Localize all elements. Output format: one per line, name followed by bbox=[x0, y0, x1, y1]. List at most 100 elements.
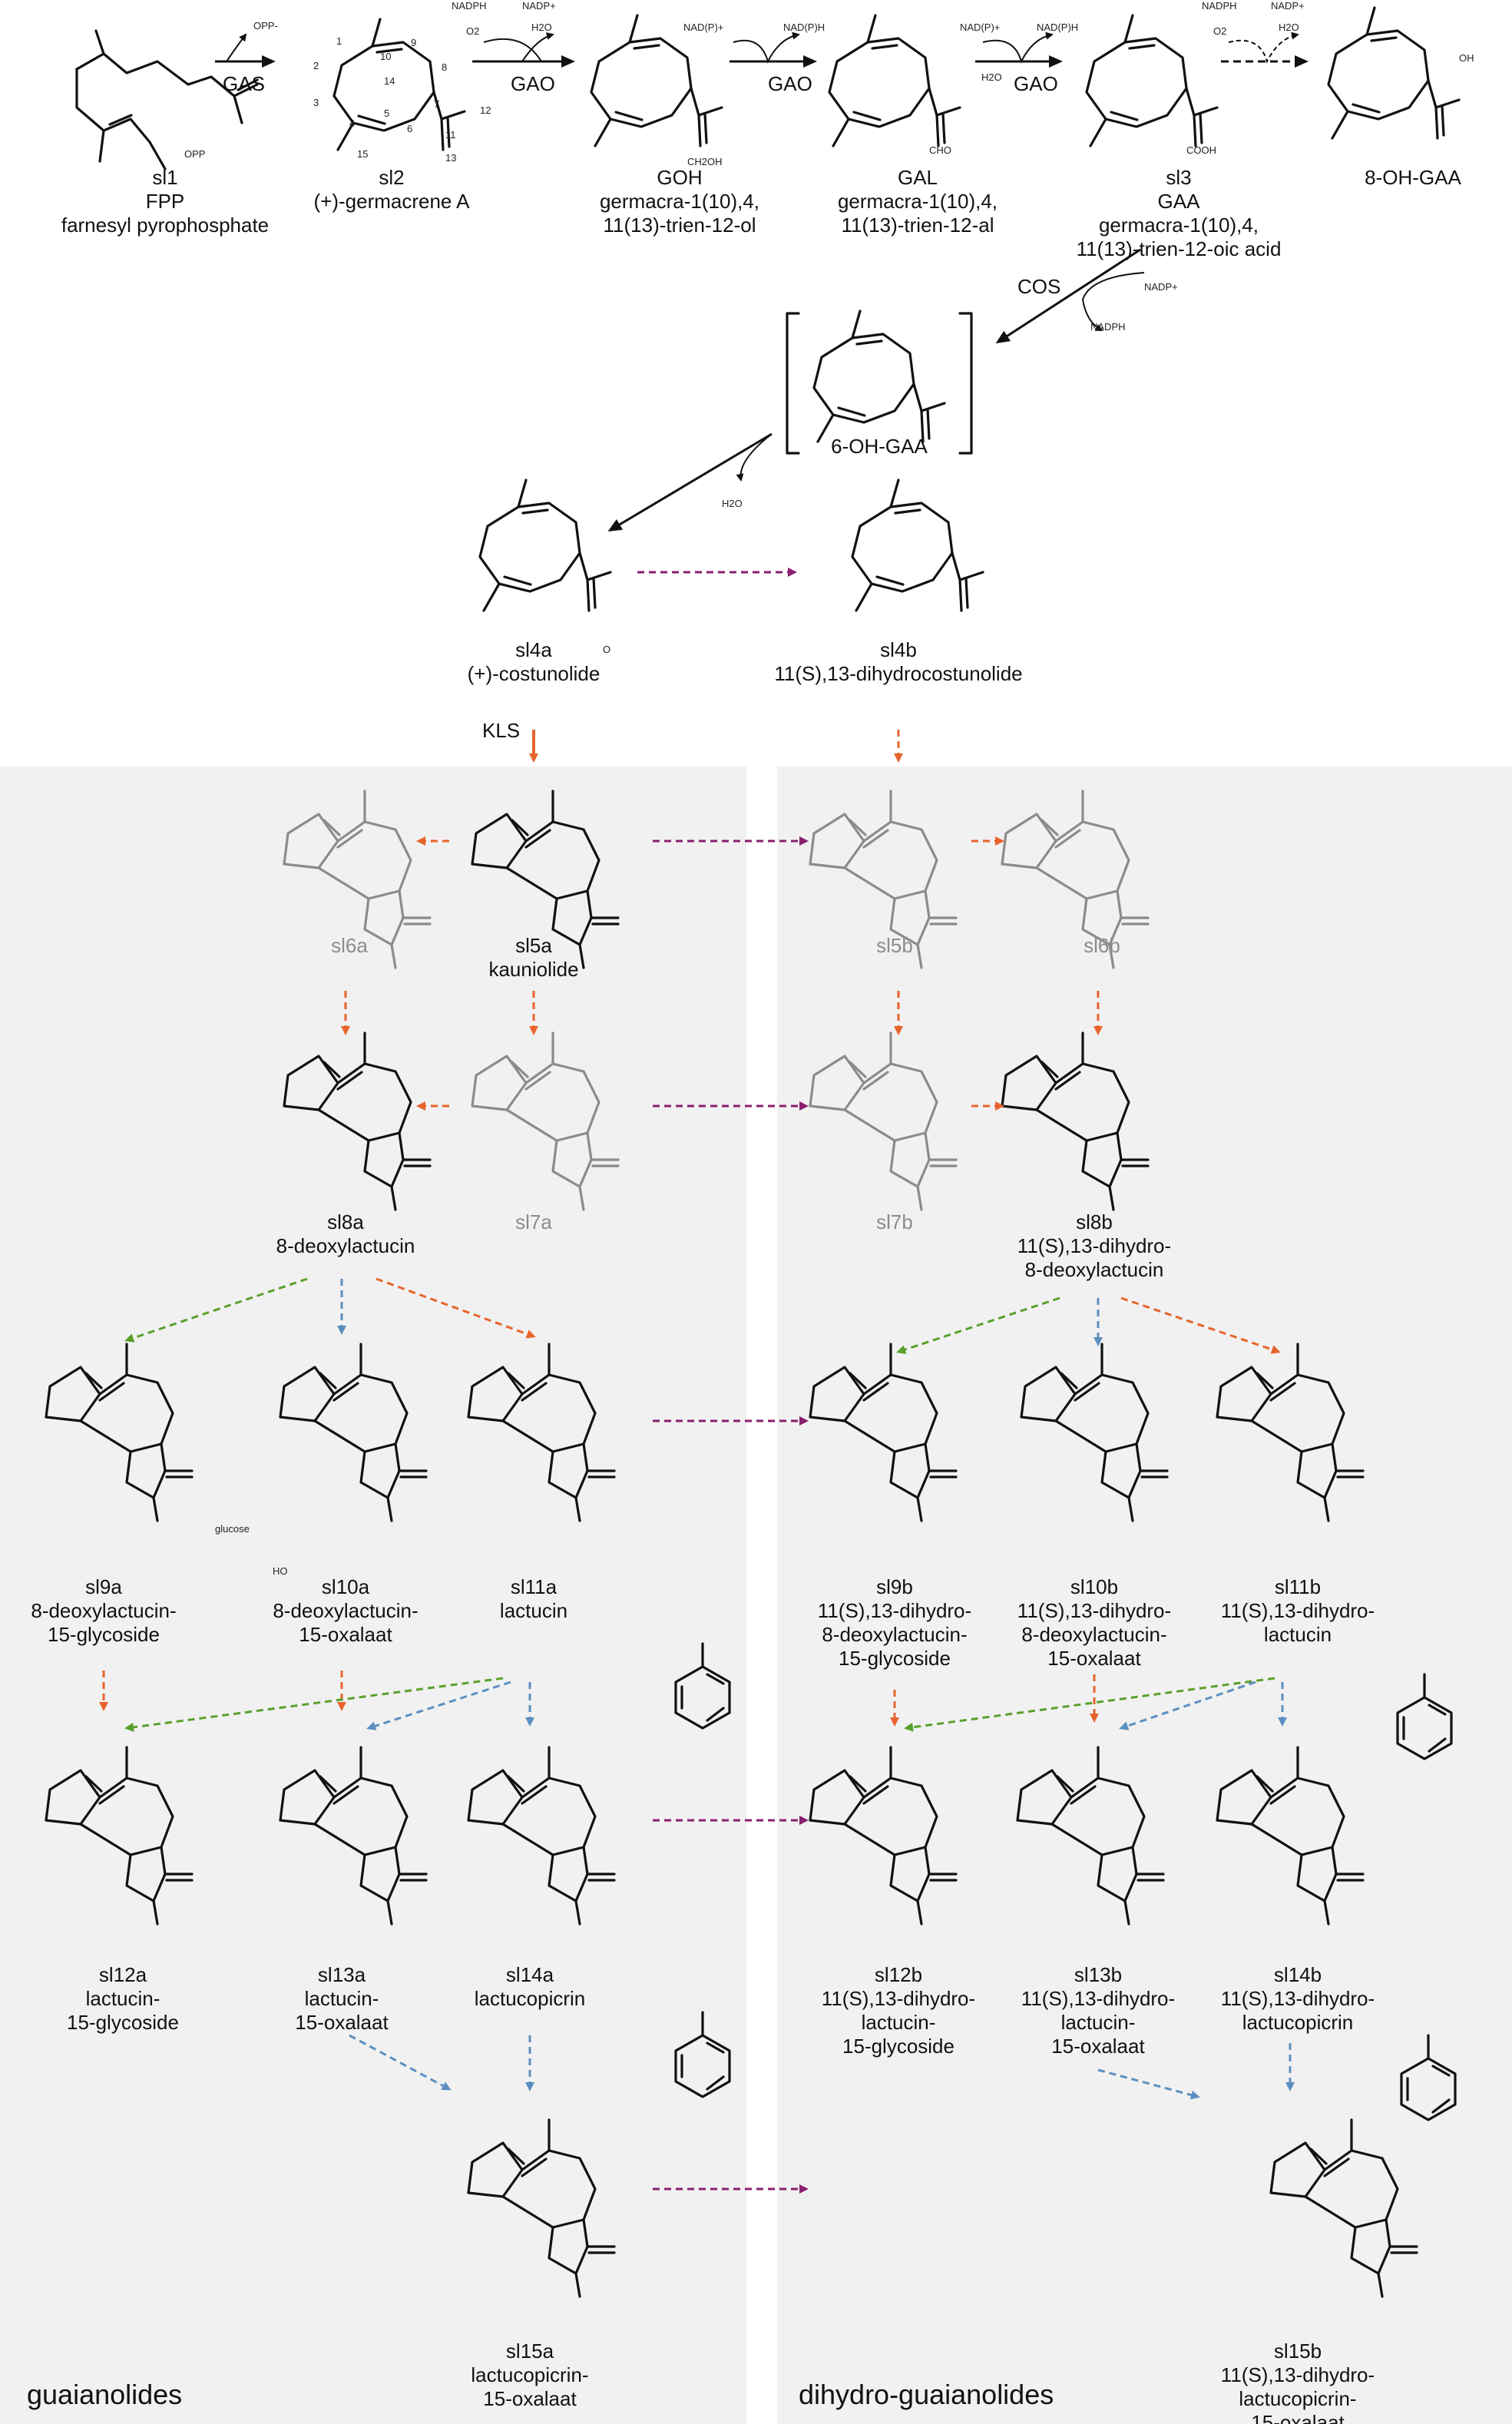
green-arrows bbox=[124, 1277, 1275, 1732]
compound-label-sl11a-line1: lactucin bbox=[500, 1599, 567, 1622]
compound-label-sl15b: sl15b bbox=[1274, 2340, 1322, 2363]
atom-n1: 1 bbox=[336, 35, 342, 47]
compound-label-sl3-line2: germacra-1(10),4, bbox=[1099, 214, 1259, 237]
compound-label-sl7a: sl7a bbox=[515, 1210, 552, 1234]
compound-label-sl15b-line1: 11(S),13-dihydro- bbox=[1221, 2363, 1375, 2386]
cofactor-nadph5: NADPH bbox=[1090, 321, 1126, 333]
cofactor-o2a: O2 bbox=[466, 25, 479, 37]
gao3-label: GAO bbox=[1014, 72, 1058, 95]
compound-label-sl7b: sl7b bbox=[876, 1210, 913, 1234]
compound-label-sl8b-line1: 11(S),13-dihydro- bbox=[1017, 1234, 1171, 1257]
guaianolides-panel bbox=[0, 767, 746, 2424]
compound-label-sl12b-line2: lactucin- bbox=[862, 2011, 936, 2034]
atom-cooh: COOH bbox=[1186, 144, 1216, 156]
compound-label-sl13b-line2: lactucin- bbox=[1061, 2011, 1136, 2034]
cofactor-h2oc: H2O bbox=[1279, 22, 1299, 33]
compound-label-sl14a-line1: lactucopicrin bbox=[475, 1987, 586, 2010]
orange-arrows bbox=[99, 730, 1281, 1727]
gas-label: GAS bbox=[223, 72, 265, 95]
cofactor-labels: OPP- NADPH NADP+ O2 H2O NAD(P)+ NAD(P)H … bbox=[253, 0, 1305, 509]
cofactor-nadp4: NADP+ bbox=[1271, 0, 1305, 12]
sl3-structure bbox=[1085, 14, 1219, 147]
atom-n4: 4 bbox=[349, 118, 355, 129]
ohgaa6-bracket bbox=[786, 312, 973, 455]
compound-label-sl9a-line1: 8-deoxylactucin- bbox=[31, 1599, 176, 1622]
compound-label-sl4b-line1: 11(S),13-dihydrocostunolide bbox=[774, 662, 1022, 685]
compound-label-gal-line1: germacra-1(10),4, bbox=[838, 190, 998, 213]
compound-label-sl12a: sl12a bbox=[99, 1963, 147, 1986]
cofactor-o2b: O2 bbox=[1213, 25, 1226, 37]
compound-label-sl5b: sl5b bbox=[876, 934, 913, 957]
atom-ch2oh: CH2OH bbox=[687, 156, 723, 167]
reaction-arrows bbox=[215, 31, 1309, 532]
compound-label-goh: GOH bbox=[657, 166, 702, 189]
cofactor-nadp5: NADP+ bbox=[1144, 281, 1178, 293]
compound-label-goh-line2: 11(13)-trien-12-ol bbox=[604, 214, 756, 237]
sl4a-structure bbox=[478, 479, 612, 612]
compound-label-sl13b-line3: 15-oxalaat bbox=[1051, 2035, 1145, 2058]
compound-label-sl9b-line1: 11(S),13-dihydro- bbox=[818, 1599, 971, 1622]
compound-label-ohgaa8: 8-OH-GAA bbox=[1365, 166, 1461, 189]
compound-label-sl13a-line1: lactucin- bbox=[305, 1987, 379, 2010]
compound-label-sl11b-line1: 11(S),13-dihydro- bbox=[1221, 1599, 1375, 1622]
atom-n5: 5 bbox=[384, 108, 389, 119]
compound-label-sl8a-line1: 8-deoxylactucin bbox=[276, 1234, 415, 1257]
kls-label: KLS bbox=[482, 719, 520, 742]
compound-label-sl8b: sl8b bbox=[1076, 1210, 1113, 1234]
ohgaa8-structure bbox=[1327, 6, 1461, 140]
compound-label-sl3: sl3 bbox=[1166, 166, 1191, 189]
compound-label-sl15a: sl15a bbox=[506, 2340, 554, 2363]
goh-structure bbox=[590, 14, 723, 147]
compound-label-sl1-line1: FPP bbox=[146, 190, 185, 213]
ohgaa6-structure bbox=[812, 310, 946, 443]
sl1-structure bbox=[75, 29, 259, 171]
atom-ho: HO bbox=[273, 1565, 288, 1577]
cofactor-nadph1: NADPH bbox=[452, 0, 487, 12]
atom-n6: 6 bbox=[407, 123, 412, 134]
compound-label-sl12b-line3: 15-glycoside bbox=[842, 2035, 955, 2058]
compound-label-sl14a: sl14a bbox=[506, 1963, 554, 1986]
compound-label-sl12b-line1: 11(S),13-dihydro- bbox=[822, 1987, 975, 2010]
atom-n14: 14 bbox=[384, 75, 395, 87]
atom-n15: 15 bbox=[357, 148, 368, 160]
cofactor-nadph4: NADPH bbox=[1202, 0, 1237, 12]
compound-label-gal: GAL bbox=[898, 166, 938, 189]
compound-label-sl10b-line1: 11(S),13-dihydro- bbox=[1017, 1599, 1171, 1622]
atom-n10: 10 bbox=[380, 51, 391, 62]
atom-n7: 7 bbox=[434, 98, 439, 110]
compound-label-sl10b-line2: 8-deoxylactucin- bbox=[1021, 1623, 1166, 1646]
atom-opp: OPP bbox=[184, 148, 205, 160]
compound-label-sl12b: sl12b bbox=[875, 1963, 922, 1986]
gal-structure bbox=[828, 14, 961, 147]
compound-label-sl11a: sl11a bbox=[511, 1575, 557, 1598]
section-title-dihydro-guaianolides: dihydro-guaianolides bbox=[799, 2379, 1054, 2410]
compound-label-sl13a: sl13a bbox=[318, 1963, 366, 1986]
gao1-label: GAO bbox=[511, 72, 555, 95]
cofactor-nadph2: NAD(P)H bbox=[783, 22, 825, 33]
atom-n9: 9 bbox=[411, 37, 416, 48]
compound-label-sl8b-line2: 8-deoxylactucin bbox=[1025, 1258, 1164, 1281]
compound-label-sl10a: sl10a bbox=[322, 1575, 370, 1598]
atom-n13: 13 bbox=[445, 152, 456, 164]
compound-label-sl10a-line2: 15-oxalaat bbox=[299, 1623, 392, 1646]
compound-label-sl1: sl1 bbox=[152, 166, 177, 189]
compound-label-gal-line2: 11(13)-trien-12-al bbox=[842, 214, 994, 237]
compound-label-sl9a: sl9a bbox=[85, 1575, 122, 1598]
compound-label-sl8a: sl8a bbox=[327, 1210, 364, 1234]
atom-n12: 12 bbox=[480, 104, 491, 116]
atom-n11: 11 bbox=[445, 129, 456, 141]
atom-n2: 2 bbox=[313, 60, 319, 71]
compound-label-sl2-line1: (+)-germacrene A bbox=[313, 190, 470, 213]
compound-label-sl6b: sl6b bbox=[1084, 934, 1120, 957]
compound-label-sl5a-line1: kauniolide bbox=[488, 958, 578, 981]
enzyme-labels: GAS GAO GAO GAO COS KLS bbox=[223, 72, 1060, 742]
compound-label-sl9b: sl9b bbox=[876, 1575, 913, 1598]
compound-label-sl14b-line2: lactucopicrin bbox=[1242, 2011, 1354, 2034]
compound-label-goh-line1: germacra-1(10),4, bbox=[600, 190, 759, 213]
compound-label-sl4a-line1: (+)-costunolide bbox=[468, 662, 600, 685]
atom-n3: 3 bbox=[313, 97, 319, 108]
atom-glucose: glucose bbox=[215, 1523, 250, 1535]
atom-labels: OPP CH2OH CHO COOH OH glucose HO O 1 2 3… bbox=[184, 35, 1474, 1577]
compound-label-sl9a-line2: 15-glycoside bbox=[48, 1623, 160, 1646]
